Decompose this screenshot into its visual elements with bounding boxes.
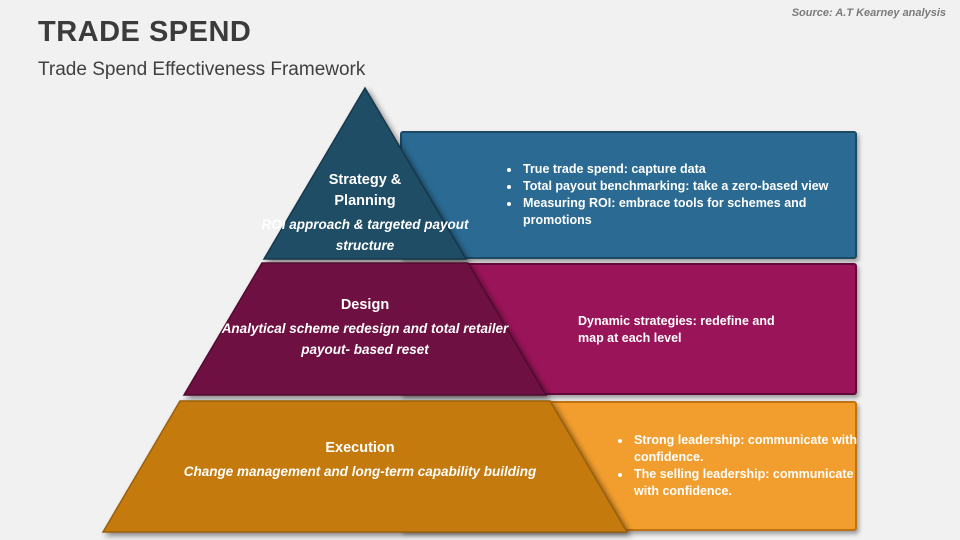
panel-note-design: Dynamic strategies: redefine and map at … <box>578 314 775 345</box>
bullet-item: True trade spend: capture data <box>521 161 845 178</box>
segment-text-design: Design Analytical scheme redesign and to… <box>215 295 515 360</box>
bullet-item: The selling leadership: communicate with… <box>632 466 861 500</box>
segment-label: Strategy & Planning <box>328 172 402 209</box>
page-subtitle: Trade Spend Effectiveness Framework <box>38 59 366 80</box>
panel-bullets-strategy-planning: True trade spend: capture data Total pay… <box>505 161 845 229</box>
segment-text-strategy-planning: Strategy & Planning ROI approach & targe… <box>245 170 485 256</box>
segment-sublabel: Change management and long-term capabili… <box>183 464 537 479</box>
panel-strategy-planning <box>400 131 857 259</box>
segment-label: Execution <box>325 440 395 456</box>
bullet-item: Total payout benchmarking: take a zero-b… <box>521 178 845 195</box>
segment-sublabel: Analytical scheme redesign and total ret… <box>221 321 509 357</box>
segment-label: Design <box>340 297 390 313</box>
panel-bullets-execution: Strong leadership: communicate with conf… <box>616 432 861 500</box>
page-title: TRADE SPEND <box>38 16 252 48</box>
source-note: Source: A.T Kearney analysis <box>791 7 946 19</box>
bullet-item: Measuring ROI: embrace tools for schemes… <box>521 195 845 229</box>
segment-text-execution: Execution Change management and long-ter… <box>160 438 560 482</box>
segment-sublabel: ROI approach & targeted payout structure <box>261 217 469 253</box>
bullet-item: Strong leadership: communicate with conf… <box>632 432 861 466</box>
